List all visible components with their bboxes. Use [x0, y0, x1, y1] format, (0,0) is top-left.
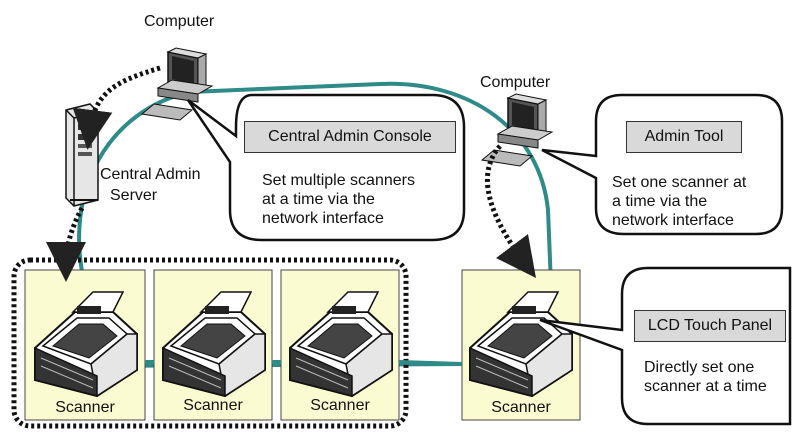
- console-line: Set multiple scanners: [262, 172, 415, 189]
- arrow-computer-to-server: [72, 65, 161, 150]
- computer-icon: [481, 93, 553, 167]
- server-label-line2: Server: [110, 187, 158, 204]
- lcd-line: scanner at a time: [644, 378, 767, 395]
- admin-tool-line: Set one scanner at: [612, 174, 747, 191]
- scanner-label: Scanner: [55, 399, 115, 416]
- callout-lcd-bubble: [539, 266, 792, 426]
- scanner-label: Scanner: [491, 399, 551, 416]
- admin-tool-line: network interface: [612, 212, 734, 229]
- lcd-description: Directly set one scanner at a time: [644, 358, 767, 396]
- console-title: Central Admin Console: [244, 121, 456, 153]
- server-icon: [65, 103, 99, 207]
- server-label-line1: Central Admin: [100, 166, 201, 183]
- scanner-label: Scanner: [310, 397, 370, 414]
- console-line: network interface: [262, 210, 384, 227]
- admin-tool-title: Admin Tool: [626, 121, 742, 153]
- scanner-label: Scanner: [183, 397, 243, 414]
- admin-tool-description: Set one scanner at a time via the networ…: [612, 173, 746, 230]
- lcd-line: Directly set one: [644, 359, 755, 376]
- console-line: at a time via the: [262, 191, 375, 208]
- computer-right-label: Computer: [480, 74, 551, 91]
- scanner-group-border: [11, 257, 409, 429]
- admin-tool-line: a time via the: [612, 193, 708, 210]
- console-description: Set multiple scanners at a time via the …: [262, 171, 415, 228]
- lcd-title: LCD Touch Panel: [634, 310, 786, 342]
- arrow-computer-to-scanner: [485, 144, 536, 279]
- computer-left-label: Computer: [144, 13, 215, 30]
